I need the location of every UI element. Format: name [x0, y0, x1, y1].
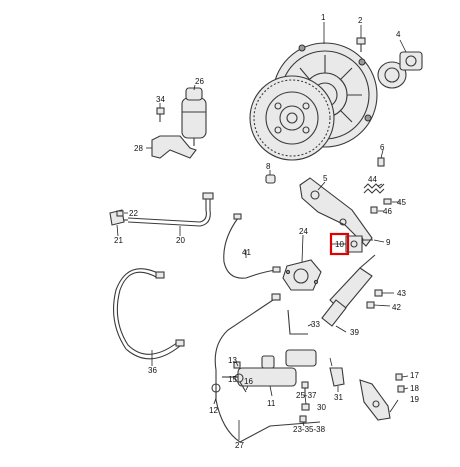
reservoir-bracket[interactable]: [151, 135, 197, 159]
pedal-bracket[interactable]: [359, 379, 391, 421]
screw-34[interactable]: [156, 107, 165, 122]
spring-44[interactable]: [363, 183, 385, 194]
bolt-23-35-38[interactable]: [299, 415, 307, 423]
release-bearing[interactable]: [377, 51, 423, 89]
callout-42: 42: [392, 303, 401, 312]
callout-5: 5: [323, 174, 328, 183]
bolt-42[interactable]: [366, 301, 375, 309]
bolt-45[interactable]: [383, 198, 392, 205]
callout-15: 15: [228, 375, 237, 384]
nut-30[interactable]: [301, 403, 310, 411]
callout-31: 31: [334, 393, 343, 402]
callout-27: 27: [235, 441, 244, 450]
hose-41[interactable]: [223, 213, 281, 279]
callout-25-37: 25-37: [296, 391, 317, 400]
callout-44: 44: [368, 175, 377, 184]
callout-43: 43: [397, 289, 406, 298]
pin-6[interactable]: [377, 157, 385, 167]
callout-33: 33: [311, 320, 320, 329]
clutch-disc[interactable]: [249, 75, 335, 161]
bolt-2[interactable]: [356, 37, 366, 52]
callout-28: 28: [134, 144, 143, 153]
callout-39: 39: [350, 328, 359, 337]
callout-26: 26: [195, 77, 204, 86]
callout-23-35-38: 23-35-38: [293, 425, 326, 434]
callout-17: 17: [410, 371, 419, 380]
leader-lines: [116, 22, 409, 440]
callout-11: 11: [267, 399, 276, 408]
bracket-31[interactable]: [329, 367, 345, 387]
hydraulic-line-27[interactable]: [214, 293, 321, 443]
callout-1: 1: [321, 13, 326, 22]
slave-cylinder[interactable]: [321, 254, 376, 327]
hose-36[interactable]: [113, 268, 185, 360]
callout-41: 41: [242, 248, 251, 257]
callout-8: 8: [266, 162, 271, 171]
callout-6: 6: [380, 143, 385, 152]
bolt-25-37[interactable]: [301, 381, 309, 396]
callout-16: 16: [244, 377, 253, 386]
callout-24: 24: [299, 227, 308, 236]
callout-34: 34: [156, 95, 165, 104]
callout-30: 30: [317, 403, 326, 412]
pin-16[interactable]: [239, 381, 247, 393]
callout-10: 10: [335, 240, 344, 249]
callout-labels: 1 2 4 5 6 8 9 11 12 13 15 16 17 18 19 20…: [114, 13, 419, 450]
callout-9: 9: [386, 238, 391, 247]
master-cylinder[interactable]: [222, 349, 317, 387]
gasket-24[interactable]: [282, 259, 322, 291]
nut-13[interactable]: [233, 361, 241, 369]
release-fork[interactable]: [299, 177, 373, 247]
bushing-8[interactable]: [265, 174, 276, 184]
callout-18: 18: [410, 384, 419, 393]
callout-21: 21: [114, 236, 123, 245]
callout-20: 20: [176, 236, 185, 245]
clevis-12[interactable]: [211, 383, 221, 398]
highlight-box-part-10: [329, 232, 350, 256]
reservoir[interactable]: [181, 87, 207, 146]
callout-22: 22: [129, 209, 138, 218]
callout-4: 4: [396, 30, 401, 39]
bracket-10[interactable]: [345, 235, 363, 253]
reservoir-hose[interactable]: [127, 192, 214, 227]
bolt-46[interactable]: [370, 206, 378, 214]
nut-17[interactable]: [395, 373, 403, 381]
callout-19: 19: [410, 395, 419, 404]
callout-13: 13: [228, 356, 237, 365]
bolt-18[interactable]: [397, 385, 405, 393]
callout-45: 45: [397, 198, 406, 207]
callout-46: 46: [383, 207, 392, 216]
bolt-43[interactable]: [374, 289, 383, 297]
washer-15[interactable]: [234, 373, 244, 383]
callout-2: 2: [358, 16, 363, 25]
pipe-33[interactable]: [287, 309, 308, 335]
callout-36: 36: [148, 366, 157, 375]
screw-22[interactable]: [116, 210, 124, 217]
callout-12: 12: [209, 406, 218, 415]
